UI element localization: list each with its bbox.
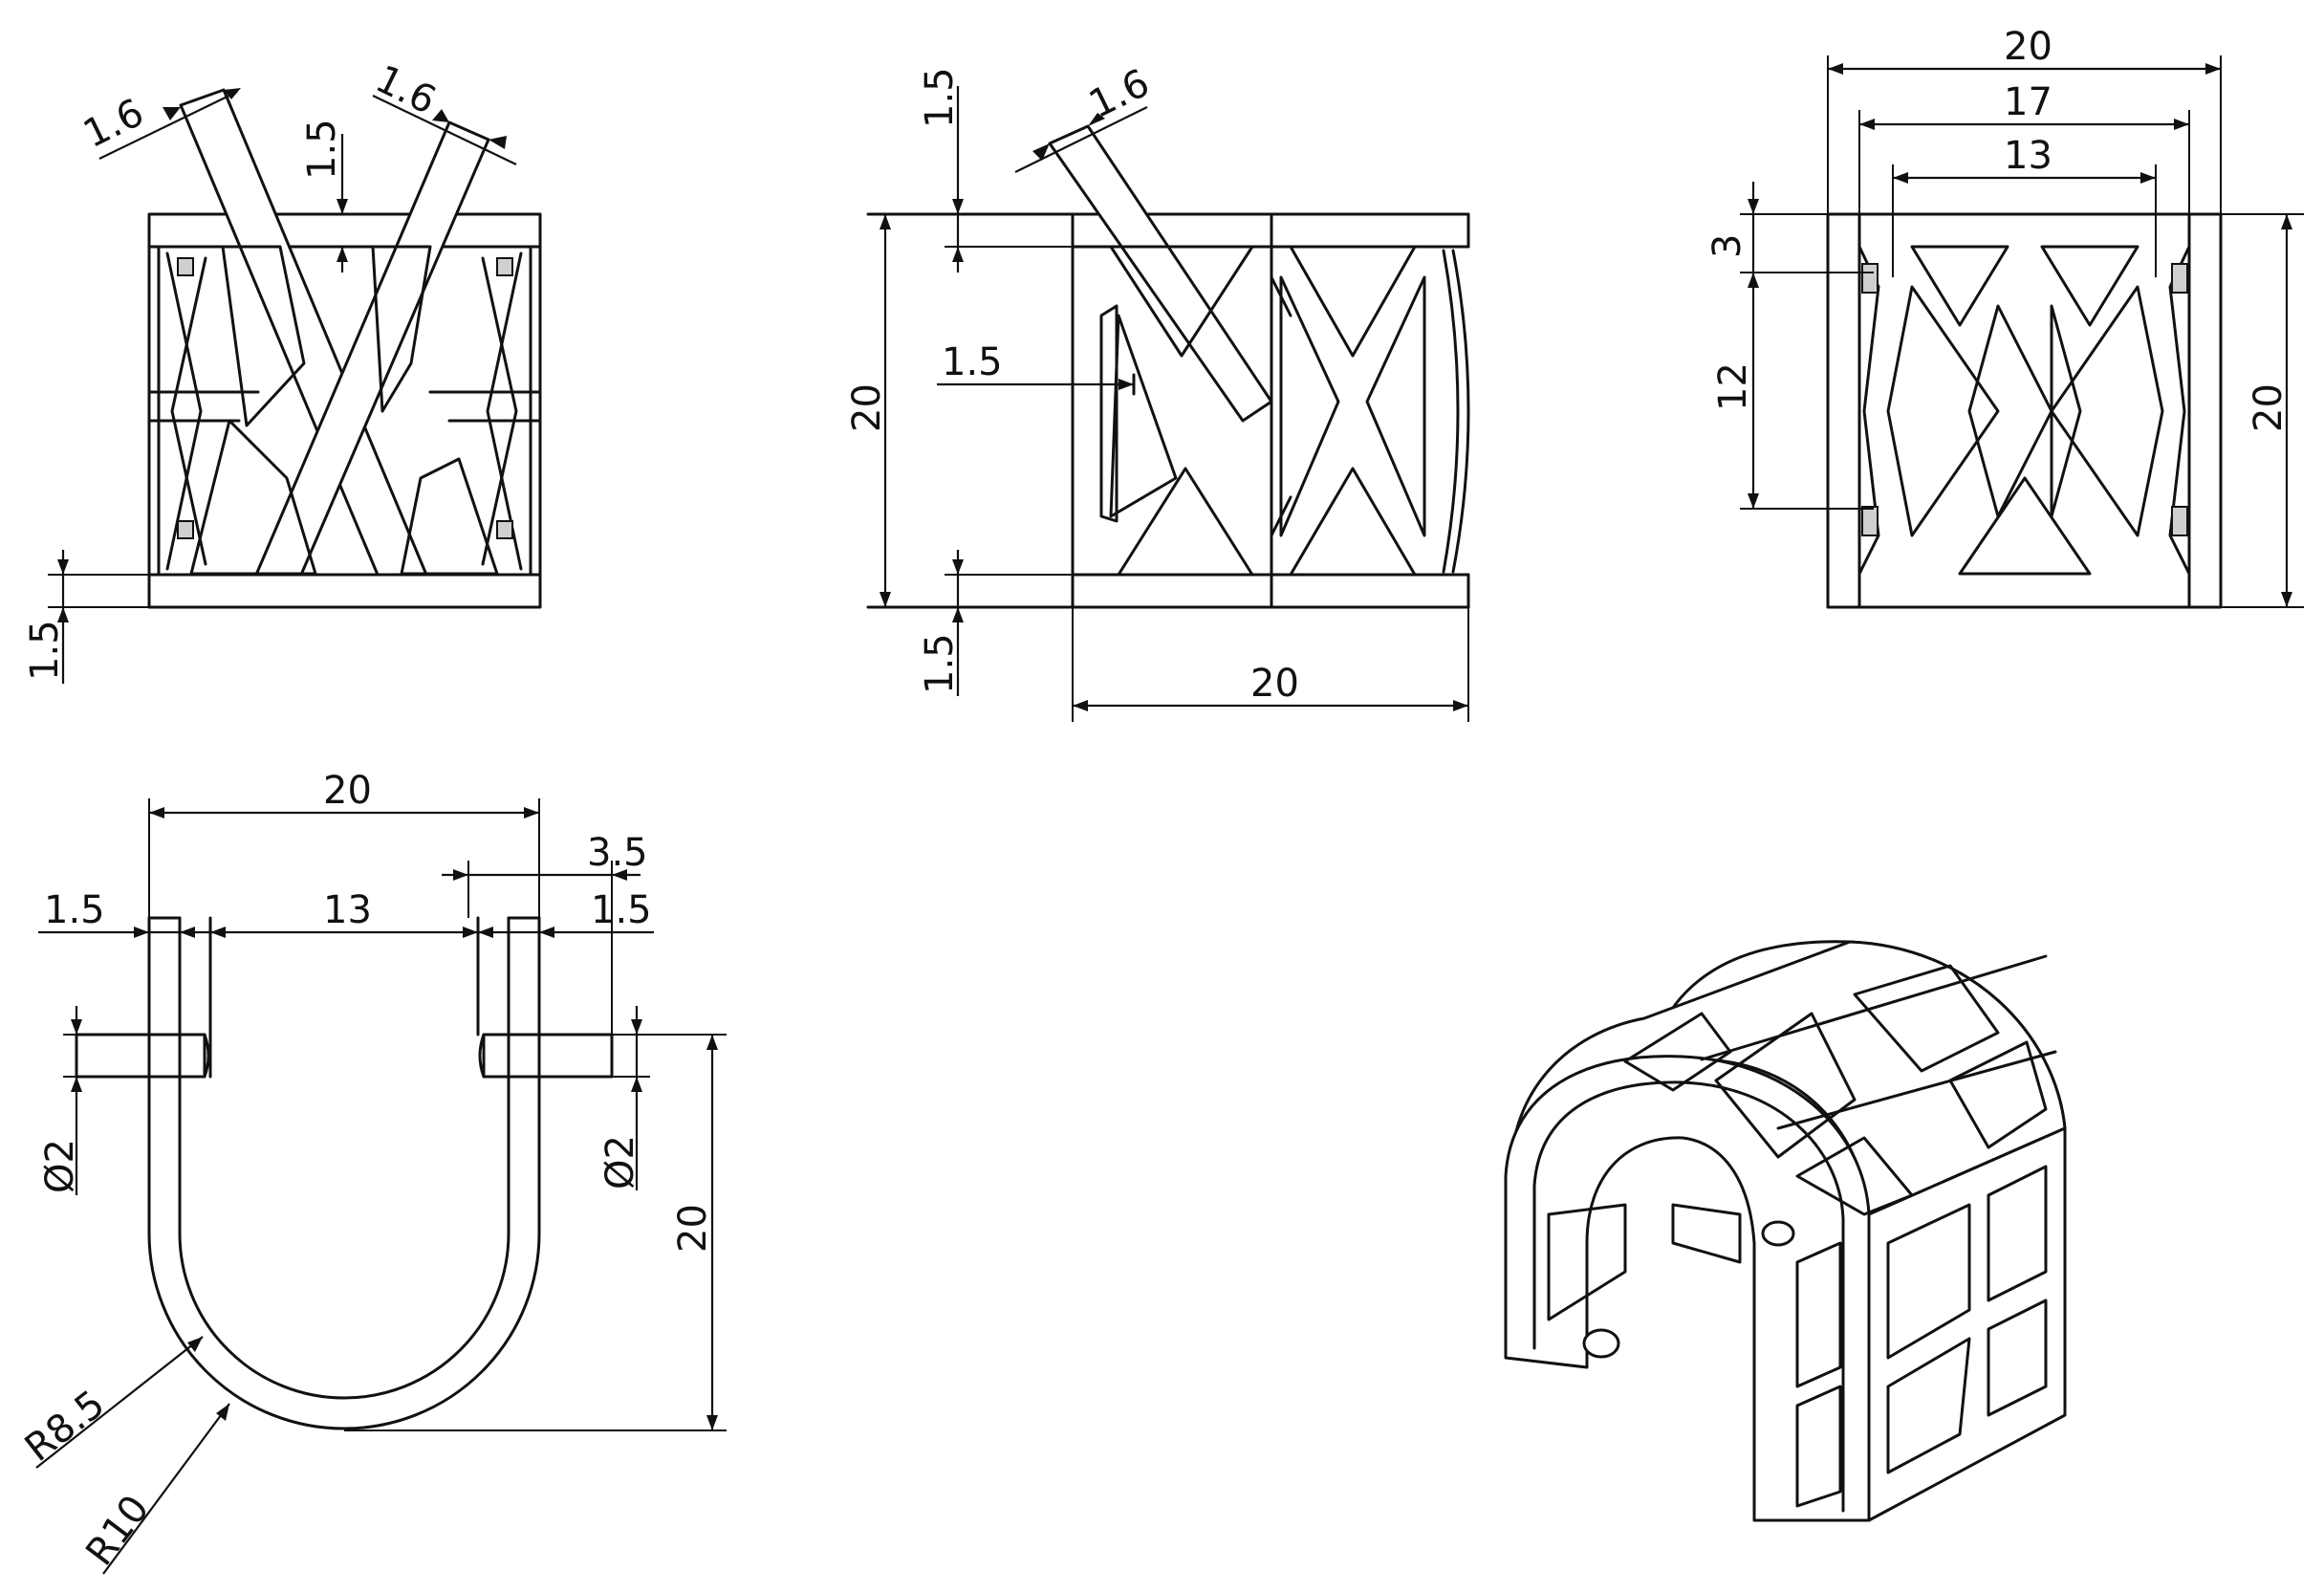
top-dim-hole-offset-label: 3: [1705, 234, 1749, 258]
front-dim-strut-left-label: 1.6: [76, 91, 150, 157]
top-dim-mid-width-label: 17: [2004, 80, 2053, 124]
section-dim-height-label: 20: [671, 1204, 715, 1253]
front-dim-bottom-wall-label: 1.5: [23, 620, 67, 681]
section-dim-pin-dia-right-label: Ø2: [598, 1135, 642, 1189]
top-view: 20 17 13 3 12: [1705, 25, 2304, 609]
side-view-lattice: [1048, 124, 1470, 577]
side-view-dimensions: 1.5 1.6 20 1.5 1.5: [845, 61, 1469, 722]
side-dim-height-label: 20: [845, 383, 889, 432]
section-view-dimensions: 20 3.5 1.5 13 1.5 Ø2: [17, 769, 727, 1575]
side-dim-top-wall-label: 1.5: [918, 67, 962, 128]
front-view: 1.6 1.6 1.5 1.5: [23, 57, 542, 684]
section-dim-right-wall-label: 1.5: [591, 888, 652, 932]
top-dim-outer-width-label: 20: [2004, 25, 2053, 69]
side-dim-rib-label: 1.5: [942, 340, 1003, 384]
section-view-profile: [75, 916, 614, 1430]
top-view-dimensions: 20 17 13 3 12: [1705, 25, 2304, 608]
side-dim-bottom-wall-label: 1.5: [918, 633, 962, 694]
top-dim-inner-width-label: 13: [2004, 134, 2053, 178]
front-dim-strut-right-label: 1.6: [369, 57, 443, 123]
side-dim-strut-label: 1.6: [1082, 61, 1156, 127]
section-dim-outer-radius-label: R10: [77, 1487, 158, 1574]
section-dim-pin-dia-left-label: Ø2: [38, 1139, 82, 1193]
top-view-outline: [1826, 212, 2223, 609]
isometric-view: [1504, 940, 2067, 1522]
section-dim-width-label: 20: [323, 769, 372, 813]
front-dim-top-wall-label: 1.5: [300, 119, 344, 180]
side-view: 1.5 1.6 20 1.5 1.5: [845, 61, 1470, 722]
side-dim-length-label: 20: [1250, 662, 1299, 706]
front-view-lattice: [147, 88, 542, 577]
section-dim-gap-label: 13: [323, 888, 372, 932]
top-dim-hole-spacing-label: 12: [1711, 362, 1755, 411]
top-view-lattice: [1857, 245, 2191, 576]
section-view: 20 3.5 1.5 13 1.5 Ø2: [17, 769, 727, 1575]
section-dim-left-wall-label: 1.5: [44, 888, 105, 932]
top-dim-height-label: 20: [2247, 383, 2291, 432]
section-dim-pin-length-label: 3.5: [587, 831, 648, 875]
section-dim-inner-radius-label: R8.5: [17, 1382, 113, 1471]
